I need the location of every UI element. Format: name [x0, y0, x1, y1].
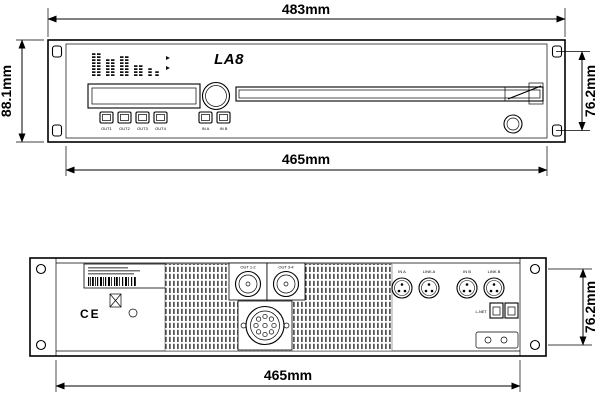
dim-label-76-2-rear: 76.2mm: [582, 281, 598, 333]
dim-label-465-front: 465mm: [282, 151, 330, 167]
xlr-in-b-label: IN B: [463, 269, 471, 274]
rating-label: [83, 263, 167, 289]
xlr-link-b-label: LINK B: [488, 269, 501, 274]
rear-view: CE OUT 1-2 OUT 3-4: [29, 257, 598, 392]
speakon2-label: OUT 3-4: [278, 265, 294, 270]
network-ports: L-NET: [475, 302, 519, 319]
output-buttons: OUT1 OUT2 OUT3 OUT4: [99, 111, 168, 131]
out1-button-label: OUT1: [101, 126, 112, 131]
xlr-link-a-label: LINK A: [423, 269, 436, 274]
network-label: L-NET: [475, 309, 487, 314]
led-meter-display: [92, 52, 159, 76]
latch-bracket: [528, 82, 544, 105]
mains-inlet: [475, 331, 519, 349]
approval-symbol: [128, 308, 138, 318]
dim-label-88-1: 88.1mm: [0, 65, 14, 117]
handle-slot: [235, 82, 544, 105]
dim-label-76-2-front: 76.2mm: [582, 65, 598, 117]
front-panel-face: [65, 43, 548, 139]
ce-marking: CE: [80, 307, 101, 321]
dimension-rear-width: 465mm: [55, 360, 521, 392]
speakon1-label: OUT 1-2: [240, 265, 256, 270]
front-panel-outline: [47, 39, 566, 143]
dimension-front-height: 88.1mm: [0, 39, 44, 143]
dim-label-483: 483mm: [282, 1, 330, 17]
xlr-in-a-label: IN A: [398, 269, 406, 274]
xlr-connectors: IN A LINK A IN B LINK B: [391, 269, 505, 299]
barcode: [88, 277, 136, 286]
lcd-display: [87, 83, 201, 109]
speakon-connectors: OUT 1-2 OUT 3-4: [228, 262, 306, 301]
dimension-front-overall-width: 483mm: [47, 1, 566, 37]
led-meter-marks: [166, 56, 170, 70]
encoder-knob: [201, 81, 231, 111]
dimension-rear-height: 76.2mm: [548, 268, 598, 346]
dimension-front-hole-spacing: 76.2mm: [556, 51, 598, 131]
front-view: 483mm LA8: [0, 1, 598, 176]
multipin-connector: [237, 300, 293, 351]
out2-button-label: OUT2: [119, 126, 130, 131]
ina-button-label: IN A: [202, 126, 210, 131]
latch-lever: [507, 85, 542, 100]
weee-icon: [109, 293, 122, 308]
dim-label-465-rear: 465mm: [264, 367, 312, 383]
power-button: [503, 114, 523, 134]
out3-button-label: OUT3: [137, 126, 148, 131]
rear-screw-holes: [35, 263, 541, 351]
dimension-front-body-width: 465mm: [65, 146, 548, 176]
input-buttons: IN A IN B: [198, 111, 231, 131]
out4-button-label: OUT4: [155, 126, 166, 131]
brand-logo: LA8: [214, 51, 244, 68]
inb-button-label: IN B: [220, 126, 228, 131]
